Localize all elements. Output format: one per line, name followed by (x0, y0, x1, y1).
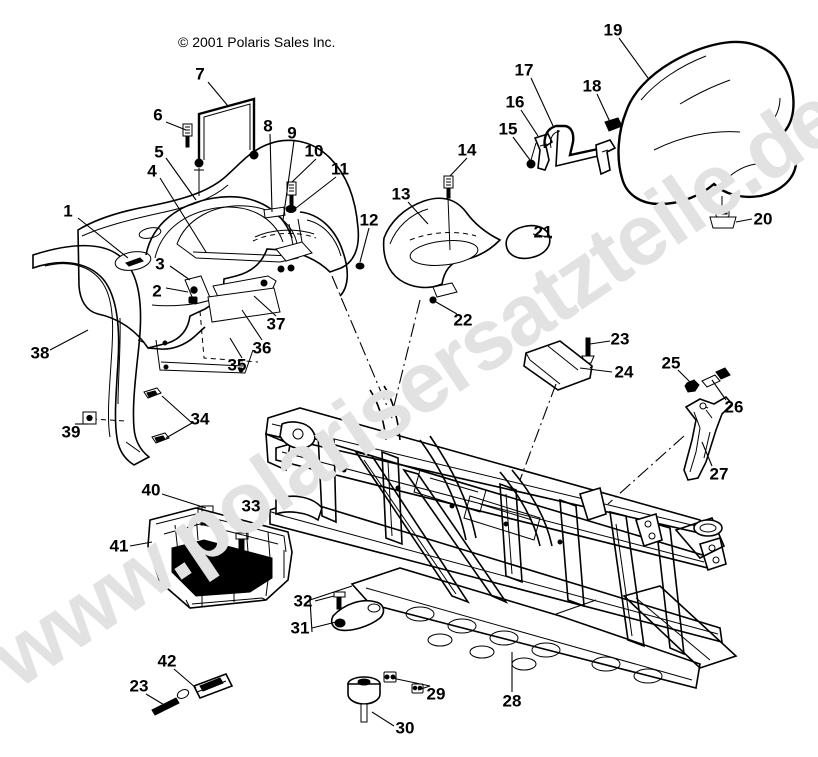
part-28-main-frame (265, 385, 738, 689)
callout-18: 18 (582, 76, 602, 96)
callout-38: 38 (30, 343, 50, 363)
part-34-clips (143, 387, 170, 444)
part-11-washer (285, 205, 297, 213)
part-15-pin (526, 142, 537, 169)
callout-10: 10 (304, 141, 324, 161)
callout-12: 12 (359, 210, 379, 230)
callout-36: 36 (252, 338, 272, 358)
callout-4: 4 (147, 161, 157, 181)
callout-13: 13 (391, 184, 411, 204)
part-41-storage-box (147, 507, 293, 609)
callout-33: 33 (241, 496, 261, 516)
callout-19: 19 (603, 20, 623, 40)
callout-2: 2 (152, 281, 162, 301)
callout-42: 42 (157, 651, 177, 671)
callout-6: 6 (153, 105, 163, 125)
part-31-link (330, 600, 385, 632)
callout-16: 16 (505, 92, 525, 112)
part-17-rod (543, 124, 599, 168)
part-18-bracket (595, 117, 623, 176)
callout-29: 29 (426, 684, 446, 704)
part-25-nut (684, 379, 700, 393)
callout-11: 11 (331, 159, 349, 179)
callout-15: 15 (498, 119, 518, 139)
part-1-rear-cab (77, 139, 360, 374)
callout-28: 28 (502, 691, 522, 711)
callout-8: 8 (263, 116, 273, 136)
part-32-bolt (333, 591, 346, 610)
callout-1: 1 (63, 201, 73, 221)
part-26-bolt (701, 367, 731, 388)
callout-41: 41 (109, 536, 129, 556)
callout-21: 21 (533, 222, 553, 242)
part-23-screw-lower (151, 689, 190, 716)
callout-40: 40 (141, 480, 161, 500)
callout-26: 26 (724, 397, 744, 417)
part-20-mount (709, 196, 737, 229)
part-6-bolt (182, 123, 193, 148)
part-14-bolt (443, 175, 454, 251)
part-19-seat (617, 40, 798, 206)
callout-30: 30 (395, 718, 415, 738)
callout-5: 5 (154, 142, 164, 162)
part-42-plate (192, 672, 234, 700)
callout-27: 27 (709, 464, 729, 484)
part-39-grommet (82, 411, 97, 425)
part-7-grab-bar (194, 97, 259, 196)
callout-37: 37 (266, 314, 286, 334)
callout-34: 34 (190, 409, 210, 429)
part-12-rivet (355, 262, 365, 270)
callout-22: 22 (453, 310, 473, 330)
callout-7: 7 (195, 64, 205, 84)
part-36-bracket (207, 287, 281, 323)
callout-39: 39 (61, 422, 81, 442)
part-22-fastener (429, 296, 437, 304)
callout-14: 14 (457, 140, 477, 160)
callout-25: 25 (661, 353, 681, 373)
part-24-plate (523, 340, 593, 391)
copyright-notice: © 2001 Polaris Sales Inc. (178, 34, 336, 50)
callout-32: 32 (293, 591, 313, 611)
callout-31: 31 (290, 618, 310, 638)
callout-3: 3 (155, 254, 165, 274)
callout-24: 24 (614, 362, 634, 382)
callout-20: 20 (753, 209, 773, 229)
leader-lines (49, 37, 753, 727)
callout-9: 9 (287, 123, 297, 143)
part-30-bushing (347, 676, 381, 723)
callout-23: 23 (610, 329, 630, 349)
part-27-support (683, 395, 734, 481)
callout-35: 35 (227, 355, 247, 375)
callout-17: 17 (514, 60, 534, 80)
callout-23-lower: 23 (129, 676, 149, 696)
part-2-fastener-right (277, 264, 295, 273)
